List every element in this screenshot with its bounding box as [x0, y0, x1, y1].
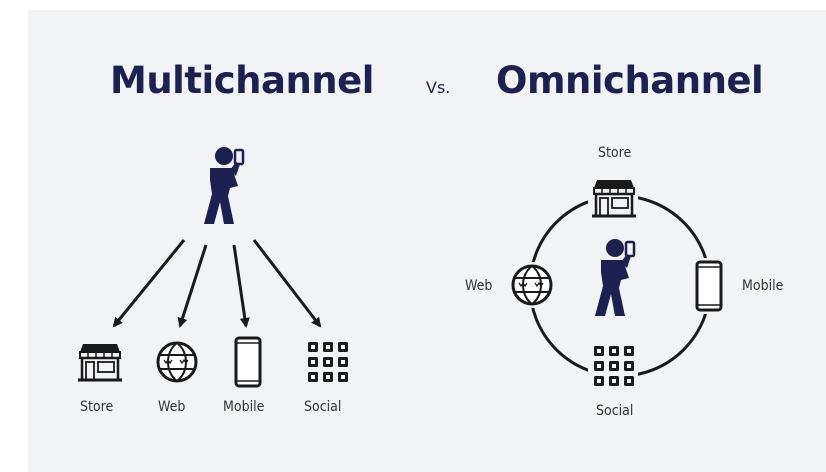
globe-icon — [156, 341, 198, 383]
person-icon — [593, 237, 636, 318]
arrow-icon — [177, 244, 208, 328]
title-omnichannel: Omnichannel — [496, 59, 764, 102]
label-web: Web — [465, 278, 493, 294]
store-icon — [76, 342, 124, 382]
diagram-background — [28, 10, 826, 472]
omnichannel-diagram — [506, 172, 726, 388]
arrow-icon — [232, 244, 250, 328]
label-social: Social — [304, 399, 342, 415]
social-grid-icon — [308, 342, 348, 382]
label-social: Social — [596, 403, 634, 419]
globe-icon — [511, 264, 553, 306]
label-mobile: Mobile — [223, 399, 265, 415]
social-grid-icon — [594, 346, 634, 386]
multichannel-diagram — [76, 145, 348, 388]
mobile-phone-icon — [695, 260, 723, 312]
arrow-icon — [252, 239, 322, 328]
label-store: Store — [80, 399, 114, 415]
label-store: Store — [598, 145, 632, 161]
label-mobile: Mobile — [742, 278, 784, 294]
mobile-phone-icon — [234, 336, 262, 388]
label-web: Web — [158, 399, 186, 415]
arrow-icon — [112, 239, 186, 328]
title-vs: Vs. — [426, 78, 451, 97]
title-multichannel: Multichannel — [110, 59, 374, 102]
person-icon — [202, 145, 245, 226]
